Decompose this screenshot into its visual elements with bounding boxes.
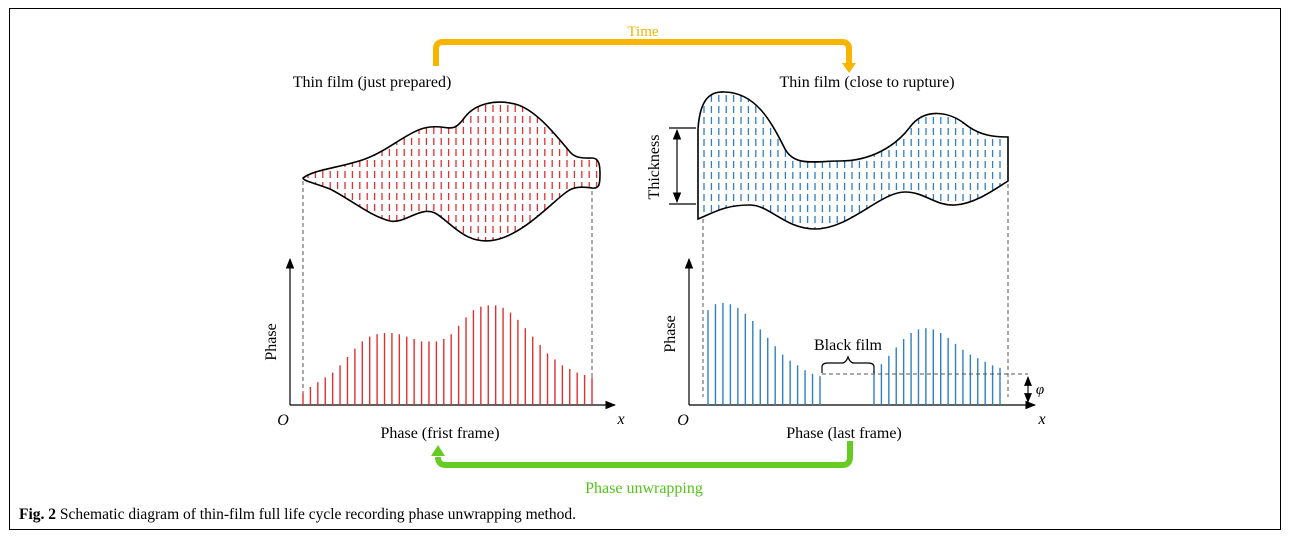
caption-label: Fig. 2	[19, 506, 57, 523]
phase-unwrapping-arrow	[431, 441, 853, 468]
left-phase-xlabel: Phase (frist frame)	[380, 425, 499, 442]
right-phase-xlabel: Phase (last frame)	[786, 425, 902, 442]
phase-unwrapping-label: Phase unwrapping	[585, 480, 703, 497]
left-phase-axis-label: Phase	[263, 323, 280, 360]
diagram: Time Thin film (just prepared) Thin film…	[263, 24, 1046, 497]
right-phase-bars	[707, 303, 1001, 405]
black-film-brace	[821, 355, 1028, 375]
projection-guides	[302, 181, 1009, 397]
right-x-label: x	[1037, 411, 1045, 428]
time-label: Time	[627, 24, 658, 40]
thickness-label: Thickness	[646, 135, 663, 200]
left-film-title: Thin film (just prepared)	[293, 74, 452, 91]
phase-unwrapping-arrowhead	[431, 445, 445, 456]
phi-label: φ	[1036, 382, 1044, 398]
left-phase-bars	[302, 305, 593, 405]
left-origin-label: O	[277, 412, 289, 429]
black-film-label: Black film	[814, 337, 883, 354]
figure-caption: Fig. 2 Schematic diagram of thin-film fu…	[19, 506, 576, 524]
left-thin-film	[302, 101, 601, 242]
figure-panel: Time Thin film (just prepared) Thin film…	[9, 8, 1281, 530]
time-arrowhead	[842, 63, 856, 73]
thickness-indicator	[669, 127, 696, 205]
caption-text: Schematic diagram of thin-film full life…	[56, 506, 576, 523]
right-film-title: Thin film (close to rupture)	[779, 74, 954, 91]
right-thin-film	[697, 91, 1009, 230]
right-phase-axis-label: Phase	[662, 315, 679, 352]
time-arrow	[433, 39, 856, 73]
left-axes	[285, 257, 617, 410]
right-origin-label: O	[677, 412, 689, 429]
left-x-label: x	[616, 411, 624, 428]
right-axes	[684, 257, 1037, 410]
